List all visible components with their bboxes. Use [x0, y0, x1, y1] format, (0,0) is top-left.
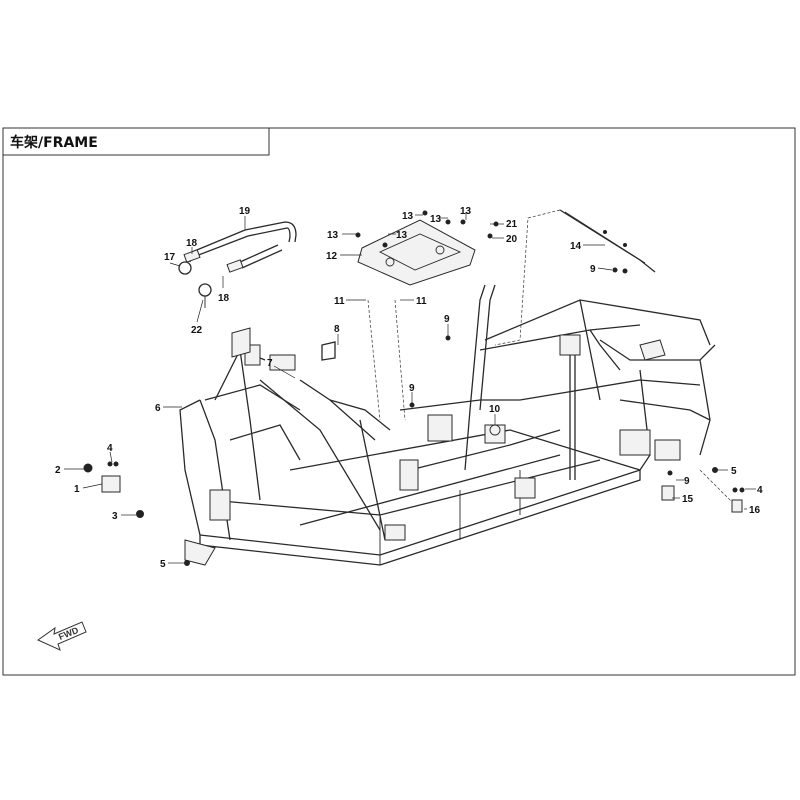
callout-13-a: 13: [327, 230, 339, 241]
tie-rod: [559, 209, 656, 274]
callout-3: 3: [112, 511, 118, 522]
grab-handle-assembly: [178, 221, 297, 308]
main-frame: [179, 284, 716, 566]
callout-6: 6: [155, 403, 161, 414]
callout-8: 8: [334, 324, 340, 335]
callout-leaders: [64, 212, 756, 564]
callout-13-b: 13: [396, 230, 408, 241]
callout-18-upper: 18: [186, 238, 198, 249]
title-box: [2, 127, 270, 156]
seat-bracket-plate: [357, 219, 476, 286]
callout-14: 14: [570, 241, 582, 252]
callout-22: 22: [191, 325, 203, 336]
callout-2: 2: [55, 465, 61, 476]
page-title: 车架/FRAME: [10, 134, 98, 151]
callout-11-right: 11: [416, 296, 427, 307]
callout-5-rear: 5: [731, 466, 737, 477]
callout-9-center: 9: [444, 314, 450, 325]
callout-21: 21: [506, 219, 518, 230]
callout-20: 20: [506, 234, 518, 245]
forward-direction-arrow: FWD: [36, 621, 87, 651]
sheet-border: [2, 127, 796, 676]
callout-18-lower: 18: [218, 293, 230, 304]
callout-13-c: 13: [402, 211, 414, 222]
callout-4-rear: 4: [757, 485, 763, 496]
callout-11-left: 11: [334, 296, 345, 307]
callout-15: 15: [682, 494, 694, 505]
callout-9-rod: 9: [590, 264, 596, 275]
fwd-arrow-icon: [36, 621, 87, 651]
callout-16: 16: [749, 505, 761, 516]
callout-10: 10: [489, 404, 501, 415]
callout-labels: 1 2 3 4 4 5 5 6 7 8 9 9 9 9 10 11 11 12 …: [55, 206, 763, 570]
callout-13-d: 13: [430, 214, 442, 225]
callout-1: 1: [74, 484, 80, 495]
callout-9-low: 9: [409, 383, 415, 394]
callout-9-rear: 9: [684, 476, 690, 487]
callout-17: 17: [164, 252, 176, 263]
callout-13-e: 13: [460, 206, 472, 217]
callout-5-front: 5: [160, 559, 166, 570]
callout-4-front: 4: [107, 443, 113, 454]
callout-19: 19: [239, 206, 251, 217]
callout-12: 12: [326, 251, 338, 262]
fasteners: [83, 210, 745, 566]
callout-7: 7: [267, 358, 273, 369]
